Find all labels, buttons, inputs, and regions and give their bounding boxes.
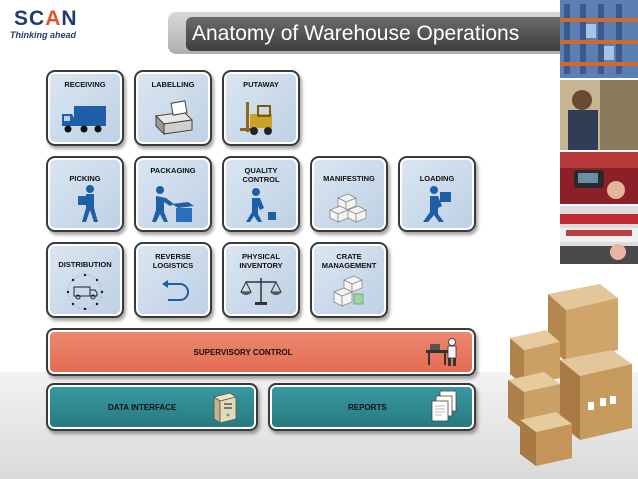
- tile-crate-management[interactable]: CRATE MANAGEMENT: [310, 242, 388, 318]
- photo-strip: [560, 0, 638, 268]
- data-interface-label: DATA INTERFACE: [108, 402, 177, 412]
- tile-quality-control[interactable]: QUALITY CONTROL: [222, 156, 300, 232]
- reports-bar[interactable]: REPORTS: [268, 383, 476, 431]
- forklift-icon: [240, 102, 272, 135]
- logo-tagline: Thinking ahead: [10, 30, 77, 40]
- title-banner: Anatomy of Warehouse Operations: [168, 12, 568, 54]
- tile-label: CRATE MANAGEMENT: [321, 252, 377, 270]
- tile-putaway[interactable]: PUTAWAY: [222, 70, 300, 146]
- tile-label: PUTAWAY: [243, 80, 279, 89]
- data-interface-bar[interactable]: DATA INTERFACE: [46, 383, 258, 431]
- scan-logo: SCAN Thinking ahead: [8, 7, 118, 43]
- tile-picking[interactable]: PICKING: [46, 156, 124, 232]
- tile-label: PICKING: [69, 174, 101, 183]
- tile-label: RECEIVING: [64, 80, 106, 89]
- stacked-boxes-icon: [329, 193, 367, 223]
- tile-label: LOADING: [419, 174, 455, 183]
- logo-wordmark: SCAN: [14, 7, 78, 30]
- scanner-photo: [560, 152, 638, 204]
- tile-label: PACKAGING: [150, 166, 196, 175]
- label-printer-icon: [154, 100, 194, 136]
- tile-physical-inventory[interactable]: PHYSICAL INVENTORY: [222, 242, 300, 318]
- worker-photo: [560, 80, 638, 150]
- warehouse-racks-photo: [560, 0, 638, 78]
- truck-icon: [62, 106, 106, 133]
- tile-receiving[interactable]: RECEIVING: [46, 70, 124, 146]
- crates-icon: [333, 275, 364, 307]
- distribution-truck-icon: [66, 273, 104, 310]
- supervisory-control-bar[interactable]: SUPERVISORY CONTROL: [46, 328, 476, 376]
- tile-label: PHYSICAL INVENTORY: [239, 252, 283, 270]
- tile-label: REVERSE LOGISTICS: [152, 252, 194, 270]
- documents-stack-icon: [431, 390, 457, 422]
- worker-inspecting-icon: [246, 188, 276, 222]
- cardboard-boxes-illustration: [508, 284, 632, 466]
- reports-label: REPORTS: [348, 402, 387, 412]
- worker-loading-icon: [423, 186, 451, 222]
- balance-scale-icon: [240, 278, 282, 305]
- worker-carrying-box-icon: [78, 185, 98, 222]
- tile-label: DISTRIBUTION: [58, 260, 112, 269]
- tile-label: LABELLING: [151, 80, 195, 89]
- tile-label: MANIFESTING: [323, 174, 375, 183]
- page-title: Anatomy of Warehouse Operations: [192, 22, 520, 45]
- supervisor-desk-icon: [426, 338, 457, 366]
- tile-label: QUALITY CONTROL: [242, 166, 280, 184]
- tile-distribution[interactable]: DISTRIBUTION: [46, 242, 124, 318]
- conveyor-photo: [560, 206, 638, 264]
- tile-labelling[interactable]: LABELLING: [134, 70, 212, 146]
- computer-tower-icon: [213, 392, 237, 424]
- return-arrow-icon: [162, 280, 189, 301]
- worker-packing-icon: [152, 186, 194, 222]
- tile-loading[interactable]: LOADING: [398, 156, 476, 232]
- tile-manifesting[interactable]: MANIFESTING: [310, 156, 388, 232]
- supervisory-control-label: SUPERVISORY CONTROL: [193, 347, 293, 357]
- tile-packaging[interactable]: PACKAGING: [134, 156, 212, 232]
- tile-reverse-logistics[interactable]: REVERSE LOGISTICS: [134, 242, 212, 318]
